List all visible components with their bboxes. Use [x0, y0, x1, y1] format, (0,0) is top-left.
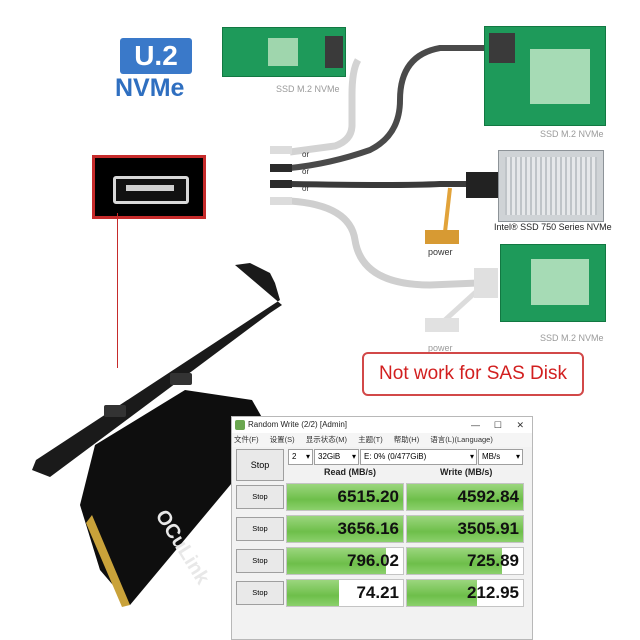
- menu-theme[interactable]: 主题(T): [358, 435, 383, 444]
- pcb: [80, 390, 272, 605]
- port-1: [170, 373, 192, 385]
- stop-button[interactable]: Stop: [236, 581, 284, 605]
- drive-select[interactable]: E: 0% (0/477GiB): [360, 449, 477, 465]
- write-bar: [407, 516, 523, 542]
- bracket: [32, 263, 282, 477]
- stop-button[interactable]: Stop: [236, 485, 284, 509]
- power-connector-2: [425, 318, 459, 332]
- write-bar: [407, 580, 477, 606]
- label-ssd-m2-top: SSD M.2 NVMe: [276, 84, 340, 94]
- or-label: or: [302, 167, 310, 176]
- read-cell: 3656.16: [286, 515, 404, 543]
- port-icon: [113, 176, 189, 204]
- read-value: 3656.16: [337, 519, 399, 538]
- read-value: 74.21: [356, 583, 399, 602]
- power-connector-1: [425, 230, 459, 244]
- app-icon: [235, 420, 245, 430]
- menu-file[interactable]: 文件(F): [234, 435, 259, 444]
- nvme-label: NVMe: [115, 74, 185, 102]
- result-row: Stop 796.02 725.89: [236, 545, 528, 575]
- benchmark-body: Stop 2 32GiB E: 0% (0/477GiB) MB/s Read …: [232, 447, 532, 637]
- label-ssd-m2-bottom: SSD M.2 NVMe: [540, 333, 604, 343]
- read-bar: [287, 516, 403, 542]
- write-bar: [407, 484, 523, 510]
- pcie-fingers: [86, 515, 130, 607]
- benchmark-window: Random Write (2/2) [Admin] — ☐ ✕ 文件(F) 设…: [231, 416, 533, 640]
- write-value: 4592.84: [457, 487, 519, 506]
- write-value: 212.95: [467, 583, 519, 602]
- menu-language[interactable]: 语言(L)(Language): [430, 435, 493, 444]
- callout-line: [117, 213, 118, 368]
- m2-adapter-top: [222, 27, 346, 77]
- port-2: [104, 405, 126, 417]
- read-cell: 74.21: [286, 579, 404, 607]
- connector-2: [270, 164, 292, 172]
- sas-warning: Not work for SAS Disk: [362, 352, 584, 396]
- m2-board-right-top: [484, 26, 606, 126]
- write-cell: 4592.84: [406, 483, 524, 511]
- cable-black-1: [289, 45, 485, 171]
- stop-button[interactable]: Stop: [236, 517, 284, 541]
- write-header: Write (MB/s): [440, 467, 493, 477]
- read-value: 796.02: [347, 551, 399, 570]
- write-value: 725.89: [467, 551, 519, 570]
- result-row: Stop 74.21 212.95: [236, 577, 528, 607]
- menu-bar: 文件(F) 设置(S) 显示状态(M) 主题(T) 帮助(H) 语言(L)(La…: [232, 433, 532, 447]
- connector-4: [270, 197, 292, 205]
- read-bar: [287, 580, 340, 606]
- sff-connector: [466, 172, 500, 198]
- menu-view[interactable]: 显示状态(M): [305, 435, 348, 444]
- oculink-port-zoom: [92, 155, 206, 219]
- read-value: 6515.20: [337, 487, 399, 506]
- stop-button[interactable]: Stop: [236, 549, 284, 573]
- size-select[interactable]: 32GiB: [314, 449, 359, 465]
- write-bar: [407, 548, 503, 574]
- power-label: power: [428, 247, 453, 257]
- read-header: Read (MB/s): [324, 467, 377, 477]
- minimize-icon[interactable]: —: [471, 420, 480, 430]
- power-wire-2: [443, 288, 480, 322]
- read-bar: [287, 484, 403, 510]
- or-label: or: [302, 150, 310, 159]
- menu-help[interactable]: 帮助(H): [393, 435, 420, 444]
- result-row: Stop 3656.16 3505.91: [236, 513, 528, 543]
- write-cell: 3505.91: [406, 515, 524, 543]
- title-bar: Random Write (2/2) [Admin] — ☐ ✕: [232, 417, 532, 433]
- write-value: 3505.91: [457, 519, 519, 538]
- label-intel: Intel® SSD 750 Series NVMe: [494, 222, 612, 232]
- menu-settings[interactable]: 设置(S): [269, 435, 295, 444]
- m2-board-bottom: [500, 244, 606, 322]
- connector-1: [270, 146, 292, 154]
- all-stop-button[interactable]: Stop: [236, 449, 284, 481]
- result-row: Stop 6515.20 4592.84: [236, 481, 528, 511]
- read-bar: [287, 548, 386, 574]
- cable-gray-1: [289, 58, 362, 156]
- or-label: or: [302, 184, 310, 193]
- read-cell: 796.02: [286, 547, 404, 575]
- connector-3: [270, 180, 292, 188]
- cable-black-2: [289, 181, 468, 188]
- cable-gray-2: [289, 197, 479, 289]
- pcie-card: OCuLink: [32, 263, 282, 607]
- window-title: Random Write (2/2) [Admin]: [248, 420, 347, 429]
- sff-connector-2: [474, 268, 498, 298]
- power-label: power: [428, 343, 453, 353]
- read-cell: 6515.20: [286, 483, 404, 511]
- count-select[interactable]: 2: [288, 449, 313, 465]
- write-cell: 212.95: [406, 579, 524, 607]
- intel-ssd-750: [498, 150, 604, 222]
- power-wire-1: [443, 187, 452, 233]
- u2-badge: U.2: [120, 38, 192, 74]
- write-cell: 725.89: [406, 547, 524, 575]
- label-ssd-m2-right-top: SSD M.2 NVMe: [540, 129, 604, 139]
- maximize-icon[interactable]: ☐: [493, 420, 502, 430]
- close-icon[interactable]: ✕: [516, 420, 524, 430]
- unit-select[interactable]: MB/s: [478, 449, 523, 465]
